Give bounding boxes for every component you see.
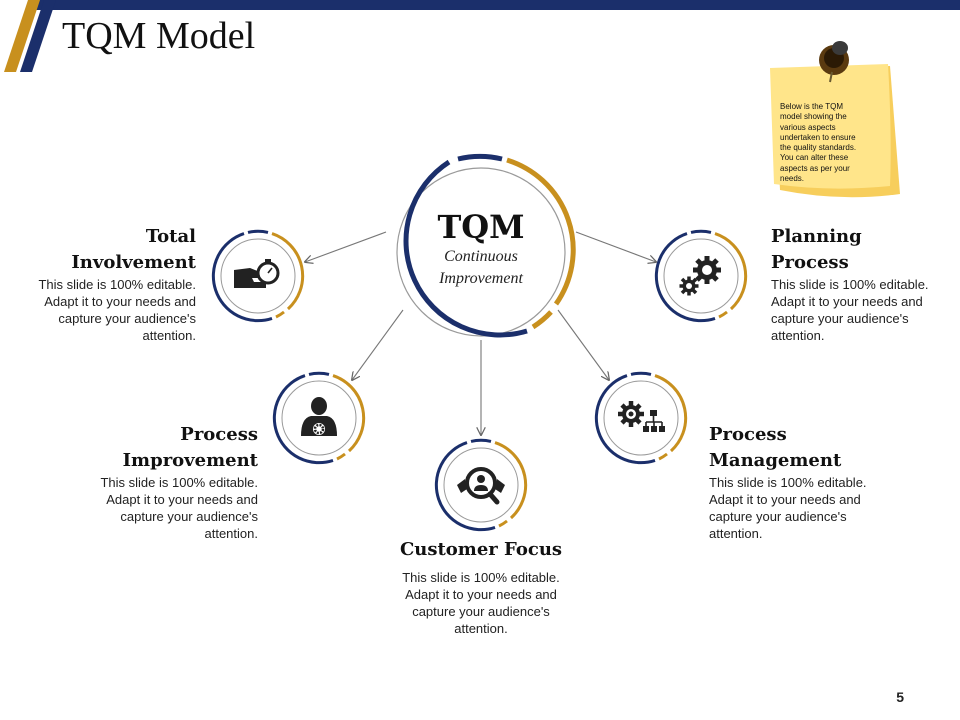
- connector-arrows: [305, 231, 656, 435]
- note-line: model showing the: [780, 112, 847, 122]
- arrow-to-planning-process: [575, 231, 656, 262]
- node-desc: This slide is 100% editable.: [709, 475, 867, 490]
- page-number: 5: [896, 689, 904, 705]
- center-label: TQM Continuous Improvement: [421, 208, 541, 290]
- gear-org-chart-icon: [618, 401, 665, 432]
- node-desc: Adapt it to your needs and: [44, 294, 196, 309]
- node-title: Total: [145, 226, 196, 247]
- header-stripe-gold: [4, 0, 40, 72]
- node-ring-process-management: [594, 371, 688, 465]
- header-decoration: [4, 0, 960, 72]
- hand-stopwatch-icon: [234, 259, 280, 288]
- note-line: undertaken to ensure: [780, 132, 856, 142]
- node-customer-focus: Customer Focus This slide is 100% editab…: [371, 537, 591, 637]
- node-title: Involvement: [71, 252, 196, 273]
- node-desc: This slide is 100% editable.: [38, 277, 196, 292]
- center-subtitle-line2: Improvement: [439, 270, 523, 287]
- node-desc: Adapt it to your needs and: [709, 492, 861, 507]
- node-desc: capture your audience's: [771, 311, 909, 326]
- note-line: the quality standards.: [780, 143, 857, 153]
- center-title: TQM: [437, 208, 525, 246]
- node-title: Process: [771, 252, 849, 273]
- node-desc: Adapt it to your needs and: [771, 294, 923, 309]
- person-gear-icon: [301, 397, 337, 436]
- node-title: Management: [709, 450, 842, 471]
- node-desc: capture your audience's: [120, 509, 258, 524]
- node-title: Process: [180, 424, 258, 445]
- slide-title: TQM Model: [62, 15, 256, 57]
- center-circle: [396, 153, 576, 338]
- node-desc: Adapt it to your needs and: [106, 492, 258, 507]
- header-stripe-navy: [20, 0, 56, 72]
- sticky-note-text: Below is the TQM model showing the vario…: [780, 102, 890, 184]
- node-desc: attention.: [204, 526, 259, 541]
- node-planning-process: Planning Process This slide is 100% edit…: [771, 224, 951, 344]
- sticky-note: [770, 41, 900, 198]
- arrow-to-process-improvement: [352, 309, 404, 380]
- note-line: Below is the TQM: [780, 102, 843, 111]
- node-desc: attention.: [142, 328, 197, 343]
- center-subtitle-line1: Continuous: [444, 248, 518, 265]
- node-title: Planning: [771, 226, 862, 247]
- node-total-involvement: Total Involvement This slide is 100% edi…: [20, 224, 196, 344]
- node-title: Improvement: [122, 450, 258, 471]
- arrow-to-total-involvement: [305, 231, 387, 262]
- pushpin-icon: [819, 41, 849, 83]
- note-line: needs.: [780, 174, 805, 184]
- node-desc: This slide is 100% editable.: [402, 570, 560, 585]
- node-desc: attention.: [709, 526, 763, 541]
- gears-icon: [679, 256, 721, 296]
- header-bar: [30, 0, 960, 10]
- node-process-management: Process Management This slide is 100% ed…: [709, 422, 899, 542]
- node-process-improvement: Process Improvement This slide is 100% e…: [80, 422, 258, 542]
- arrow-to-process-management: [557, 309, 609, 380]
- node-desc: capture your audience's: [709, 509, 847, 524]
- node-title: Process: [709, 424, 787, 445]
- note-line: You can alter these: [780, 153, 849, 163]
- magnifier-person-icon: [457, 467, 505, 505]
- node-desc: attention.: [771, 328, 825, 343]
- node-desc: This slide is 100% editable.: [771, 277, 929, 292]
- node-desc: This slide is 100% editable.: [100, 475, 258, 490]
- node-desc: Adapt it to your needs and: [405, 587, 557, 602]
- note-line: aspects as per your: [780, 163, 850, 173]
- node-desc: attention.: [454, 621, 508, 636]
- node-desc: capture your audience's: [412, 604, 550, 619]
- node-title: Customer Focus: [399, 539, 563, 560]
- node-desc: capture your audience's: [58, 311, 196, 326]
- note-line: various aspects: [780, 122, 836, 132]
